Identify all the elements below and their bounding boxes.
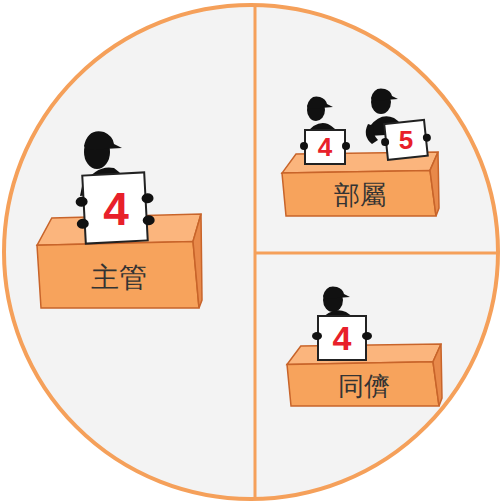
sign-number: 4 [86,178,146,240]
sign-number: 5 [386,122,426,158]
circle-outline [4,5,498,499]
brick-side [193,214,202,308]
brick-side [433,344,442,406]
box-label: 同儕 [285,364,443,408]
divider-line [255,252,498,255]
box-label: 主管 [35,245,203,310]
sign-board [312,316,372,360]
sign-number: 4 [318,316,366,360]
sign-number: 4 [305,130,345,164]
sign-board [300,130,350,164]
sign-board [379,119,432,160]
box-label: 部屬 [280,173,440,218]
brick-side [430,152,439,216]
sign-board [74,172,155,244]
